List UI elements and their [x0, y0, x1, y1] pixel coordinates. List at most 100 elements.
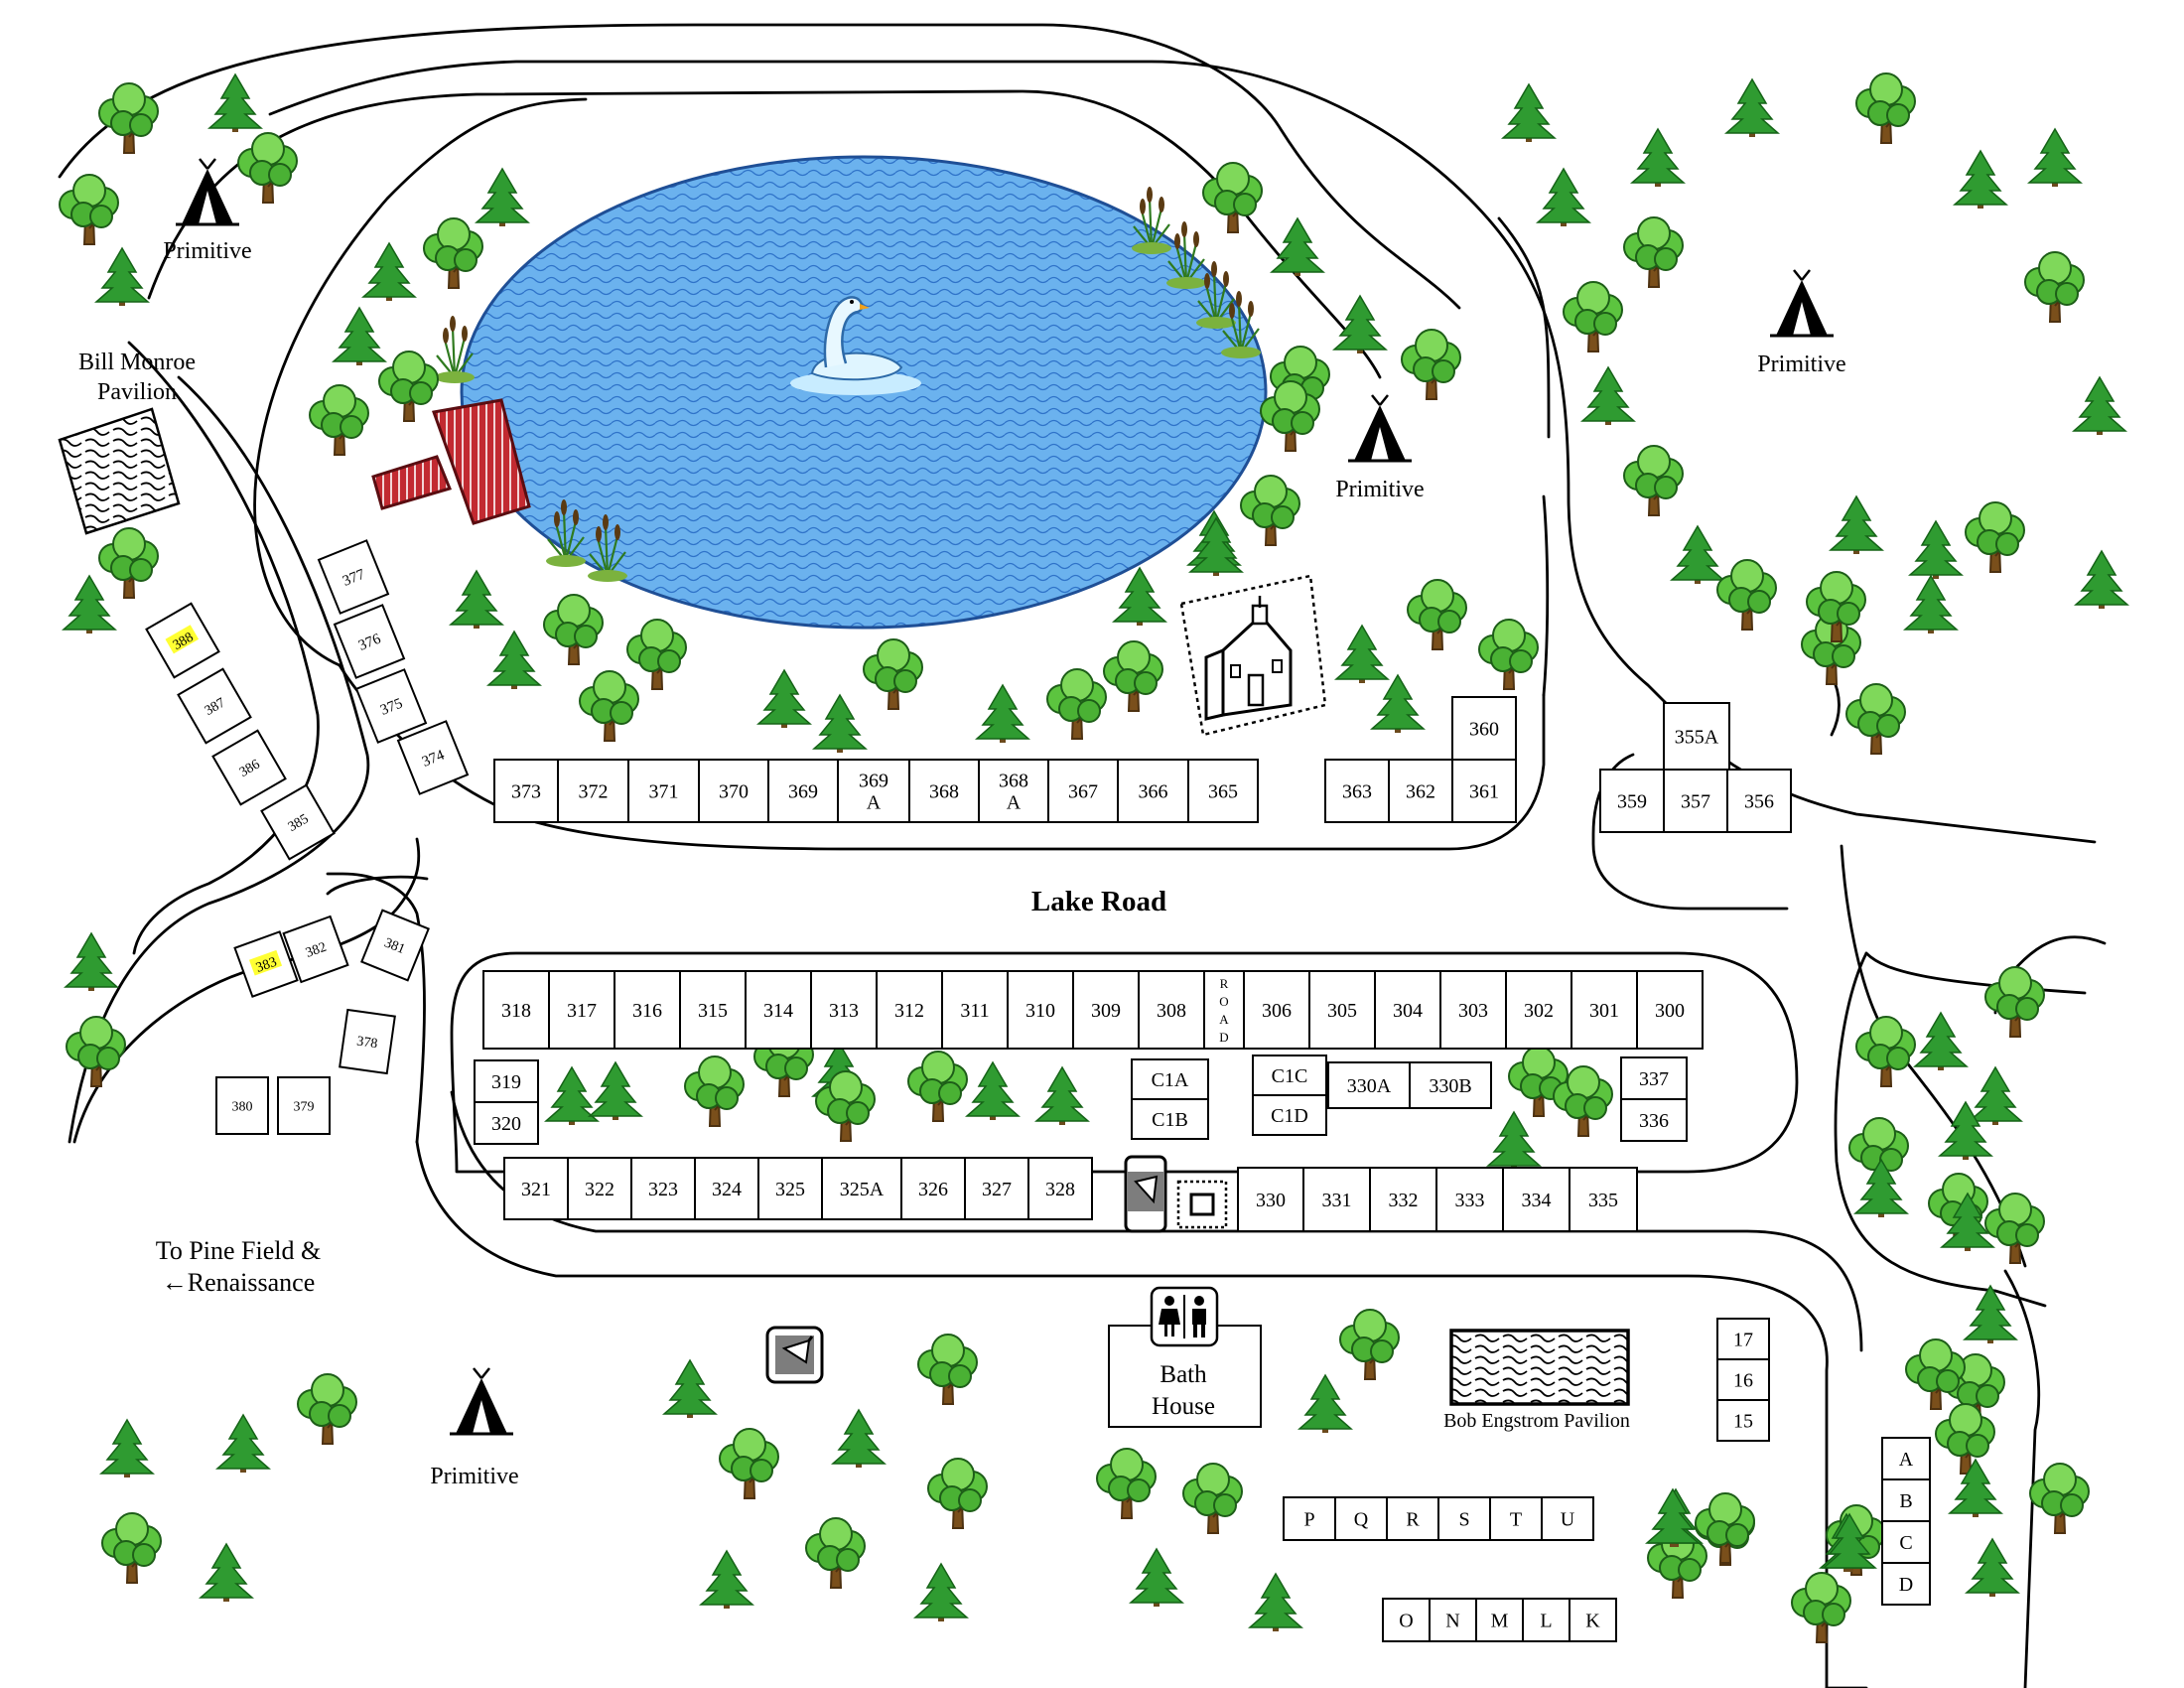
- campsite-378[interactable]: 378: [339, 1008, 396, 1075]
- campsite-369[interactable]: 369: [767, 759, 839, 823]
- campsite-326[interactable]: 326: [900, 1157, 966, 1220]
- campsite-363[interactable]: 363: [1324, 759, 1390, 823]
- campsite-302[interactable]: 302: [1505, 970, 1572, 1050]
- bath-house[interactable]: [1108, 1286, 1262, 1428]
- campsite-380[interactable]: 380: [215, 1076, 269, 1135]
- campsite-359[interactable]: 359: [1599, 769, 1665, 833]
- campsite-381[interactable]: 381: [360, 909, 430, 982]
- campsite-330a[interactable]: 330A: [1327, 1061, 1411, 1109]
- campsite-325a[interactable]: 325A: [821, 1157, 902, 1220]
- campsite-372[interactable]: 372: [557, 759, 629, 823]
- campsite-q[interactable]: Q: [1334, 1496, 1388, 1541]
- pine-tree-icon: [487, 631, 541, 690]
- campsite-367[interactable]: 367: [1047, 759, 1119, 823]
- campsite-316[interactable]: 316: [614, 970, 681, 1050]
- campsite-312[interactable]: 312: [876, 970, 943, 1050]
- bill-monroe-pavilion[interactable]: [58, 407, 181, 535]
- bob-engstrom-pavilion[interactable]: [1449, 1329, 1630, 1406]
- campsite-15[interactable]: 15: [1716, 1399, 1770, 1442]
- campsite-376[interactable]: 376: [333, 604, 406, 679]
- campsite-a[interactable]: A: [1881, 1437, 1931, 1480]
- campsite-323[interactable]: 323: [630, 1157, 696, 1220]
- campsite-r[interactable]: R: [1386, 1496, 1439, 1541]
- campsite-p[interactable]: P: [1283, 1496, 1336, 1541]
- campsite-327[interactable]: 327: [964, 1157, 1029, 1220]
- campsite-355a[interactable]: 355A: [1663, 702, 1730, 771]
- campsite-368[interactable]: 368: [908, 759, 980, 823]
- campsite-322[interactable]: 322: [567, 1157, 632, 1220]
- campsite-375[interactable]: 375: [354, 668, 428, 744]
- campsite-365[interactable]: 365: [1187, 759, 1259, 823]
- campsite-361[interactable]: 361: [1451, 759, 1517, 823]
- campsite-331[interactable]: 331: [1302, 1167, 1371, 1232]
- campsite-328[interactable]: 328: [1027, 1157, 1093, 1220]
- campsite-333[interactable]: 333: [1435, 1167, 1504, 1232]
- campsite-m[interactable]: M: [1475, 1598, 1524, 1642]
- campsite-300[interactable]: 300: [1636, 970, 1704, 1050]
- campsite-16[interactable]: 16: [1716, 1358, 1770, 1401]
- campsite-303[interactable]: 303: [1439, 970, 1507, 1050]
- campsite-337[interactable]: 337: [1620, 1056, 1688, 1100]
- campsite-c1a[interactable]: C1A: [1131, 1058, 1209, 1100]
- campsite-332[interactable]: 332: [1369, 1167, 1437, 1232]
- campsite-c1c[interactable]: C1C: [1252, 1055, 1327, 1096]
- campsite-304[interactable]: 304: [1374, 970, 1441, 1050]
- campsite-315[interactable]: 315: [679, 970, 747, 1050]
- campsite-313[interactable]: 313: [810, 970, 878, 1050]
- campsite-314[interactable]: 314: [745, 970, 812, 1050]
- campsite-385[interactable]: 385: [260, 783, 336, 861]
- campsite-c[interactable]: C: [1881, 1520, 1931, 1564]
- campsite-324[interactable]: 324: [694, 1157, 759, 1220]
- campsite-379[interactable]: 379: [277, 1076, 331, 1135]
- campsite-317[interactable]: 317: [548, 970, 615, 1050]
- campsite-n[interactable]: N: [1429, 1598, 1477, 1642]
- campsite-371[interactable]: 371: [627, 759, 700, 823]
- campsite-321[interactable]: 321: [503, 1157, 569, 1220]
- campsite-388[interactable]: 388: [145, 602, 220, 679]
- campsite-308[interactable]: 308: [1138, 970, 1205, 1050]
- campsite-366[interactable]: 366: [1117, 759, 1189, 823]
- campsite-320[interactable]: 320: [474, 1101, 539, 1145]
- campsite-o[interactable]: O: [1382, 1598, 1431, 1642]
- campsite-17[interactable]: 17: [1716, 1318, 1770, 1360]
- campsite-336[interactable]: 336: [1620, 1098, 1688, 1142]
- campsite-d[interactable]: D: [1881, 1562, 1931, 1606]
- campsite-309[interactable]: 309: [1072, 970, 1140, 1050]
- campsite-318[interactable]: 318: [482, 970, 550, 1050]
- campsite-label: U: [1561, 1509, 1575, 1531]
- campsite-362[interactable]: 362: [1388, 759, 1453, 823]
- campsite-310[interactable]: 310: [1007, 970, 1074, 1050]
- campsite-383[interactable]: 383: [233, 930, 299, 998]
- campsite-382[interactable]: 382: [282, 914, 349, 984]
- campsite-b[interactable]: B: [1881, 1478, 1931, 1522]
- campsite-377[interactable]: 377: [317, 539, 390, 615]
- campsite-330[interactable]: 330: [1237, 1167, 1304, 1232]
- campsite-c1d[interactable]: C1D: [1252, 1094, 1327, 1136]
- campsite-387[interactable]: 387: [177, 667, 252, 745]
- campsite-360[interactable]: 360: [1451, 696, 1517, 761]
- campsite-373[interactable]: 373: [493, 759, 559, 823]
- campsite-370[interactable]: 370: [698, 759, 769, 823]
- campsite-305[interactable]: 305: [1308, 970, 1376, 1050]
- campsite-301[interactable]: 301: [1570, 970, 1638, 1050]
- campsite-311[interactable]: 311: [941, 970, 1009, 1050]
- primitive-label: Primitive: [430, 1464, 518, 1489]
- campsite-l[interactable]: L: [1522, 1598, 1570, 1642]
- campsite-334[interactable]: 334: [1502, 1167, 1570, 1232]
- campsite-c1b[interactable]: C1B: [1131, 1098, 1209, 1140]
- campsite-357[interactable]: 357: [1663, 769, 1728, 833]
- campsite-330b[interactable]: 330B: [1409, 1061, 1492, 1109]
- campsite-335[interactable]: 335: [1569, 1167, 1638, 1232]
- campsite-s[interactable]: S: [1437, 1496, 1491, 1541]
- campsite-306[interactable]: 306: [1243, 970, 1310, 1050]
- campsite-386[interactable]: 386: [211, 729, 287, 806]
- campsite-356[interactable]: 356: [1726, 769, 1792, 833]
- campsite-u[interactable]: U: [1541, 1496, 1594, 1541]
- campsite-319[interactable]: 319: [474, 1059, 539, 1103]
- campsite-k[interactable]: K: [1569, 1598, 1617, 1642]
- campsite-374[interactable]: 374: [396, 720, 470, 795]
- campsite-325[interactable]: 325: [757, 1157, 823, 1220]
- campsite-t[interactable]: T: [1489, 1496, 1543, 1541]
